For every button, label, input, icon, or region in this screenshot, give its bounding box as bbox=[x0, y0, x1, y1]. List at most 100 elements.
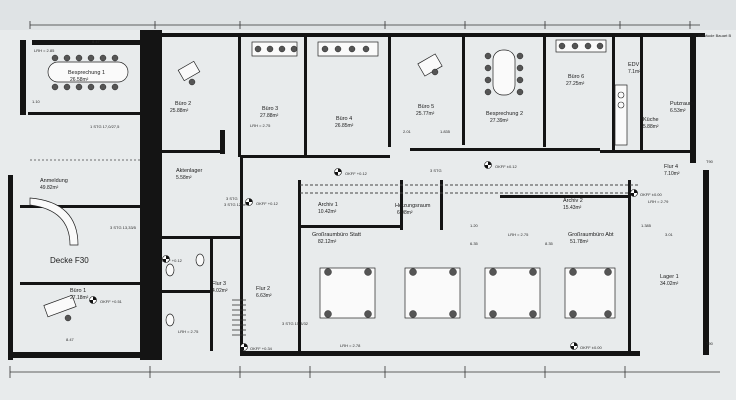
staircase bbox=[232, 299, 246, 336]
lrh-label-4: LRH = 2.78 bbox=[340, 343, 361, 348]
room-buero-1: Büro 1 bbox=[70, 288, 86, 294]
desk-cluster-buero-5 bbox=[417, 53, 443, 77]
room-buero-5: Büro 5 bbox=[418, 104, 434, 110]
room-buero-1-area: 27.18m² bbox=[70, 295, 89, 301]
room-flur-4-area: 7.10m² bbox=[664, 171, 680, 177]
dim-label-10: 1.835 bbox=[440, 129, 451, 134]
stg-label-3: 3 STG 13,33/5 bbox=[110, 225, 137, 230]
interior-walls bbox=[20, 37, 695, 355]
room-putzraum-area: 6.53m² bbox=[670, 108, 686, 114]
dim-label-2: 8.47 bbox=[66, 337, 75, 342]
room-grossraum-statt-area: 82.12m² bbox=[318, 239, 337, 245]
corridor-markings bbox=[30, 159, 640, 194]
lrh-label-6: LRH = 2.79 bbox=[648, 199, 669, 204]
room-flur-2-area: 6.63m² bbox=[256, 293, 272, 299]
room-putzraum: Putzraum bbox=[670, 101, 694, 107]
dim-label-4: 6.35 bbox=[470, 241, 479, 246]
room-edv: EDV bbox=[628, 62, 640, 68]
room-buero-6: Büro 6 bbox=[568, 74, 584, 80]
t90-label-2: T90 bbox=[706, 341, 714, 346]
room-flur-3: Flur 3 bbox=[212, 281, 226, 287]
room-buero-5-area: 25.77m² bbox=[416, 111, 435, 117]
room-flur-3-area: 4.02m² bbox=[212, 288, 228, 294]
room-besprechung-1-area: 26.58m² bbox=[70, 77, 89, 83]
dim-label-8: 1.20 bbox=[470, 223, 479, 228]
bottom-dimension-line bbox=[9, 366, 720, 378]
room-buero-2-area: 25.88m² bbox=[170, 108, 189, 114]
room-archiv-2: Archiv 2 bbox=[563, 198, 583, 204]
okff-label-8: OKFF ±0.00 bbox=[640, 192, 663, 197]
room-labels: Besprechung 1 26.58m² Büro 2 25.88m² Bür… bbox=[40, 62, 694, 301]
room-buero-4: Büro 4 bbox=[336, 116, 352, 122]
room-kueche: Küche bbox=[643, 117, 659, 123]
room-kueche-area: 5.88m² bbox=[643, 124, 659, 130]
room-grossraum-statt: Großraumbüro Statt bbox=[312, 232, 361, 238]
room-flur-2: Flur 2 bbox=[256, 286, 270, 292]
room-aktenlager: Aktenlager bbox=[176, 168, 202, 174]
okff-label-5: OKFF +0.12 bbox=[160, 258, 183, 263]
kitchen-counter bbox=[614, 84, 628, 146]
room-archiv-1-area: 10.42m² bbox=[318, 209, 337, 215]
dim-label-3: 1.10 bbox=[32, 99, 41, 104]
room-buero-4-area: 26.85m² bbox=[335, 123, 354, 129]
dim-label-6: 3.01 bbox=[665, 232, 674, 237]
desk-cluster-buero-4 bbox=[317, 41, 379, 57]
annotations: Decke F30 LRH = 2.85 LRH = 2.75 LRH = 2.… bbox=[32, 33, 731, 351]
okff-label-4: OKFF +0.51 bbox=[100, 299, 123, 304]
conference-table-2 bbox=[484, 49, 524, 96]
lrh-label-2: LRH = 2.75 bbox=[250, 123, 271, 128]
room-buero-3-area: 27.88m² bbox=[260, 113, 279, 119]
room-edv-area: 7.1m² bbox=[628, 69, 641, 75]
desk-cluster-buero-2 bbox=[177, 60, 201, 86]
room-buero-3: Büro 3 bbox=[262, 106, 278, 112]
lrh-label-5: LRH = 2.75 bbox=[508, 232, 529, 237]
okff-label-2: OKFF +0.12 bbox=[256, 201, 279, 206]
room-besprechung-2-area: 27.39m² bbox=[490, 118, 509, 124]
stg-label-1: 3 STG bbox=[226, 196, 238, 201]
room-grossraum-abt-area: 51.78m² bbox=[570, 239, 589, 245]
paper-top-band bbox=[0, 0, 736, 30]
okff-label-7: OKFF +0.34 bbox=[250, 346, 273, 351]
desk-cluster-open-2 bbox=[404, 267, 461, 319]
room-lager-1: Lager 1 bbox=[660, 274, 679, 280]
okff-label-1: OKFF +0.12 bbox=[345, 171, 368, 176]
desk-cluster-buero-6 bbox=[555, 39, 607, 53]
room-aktenlager-area: 5.58m² bbox=[176, 175, 192, 181]
gebaeude-label: Gebäude Bauart B bbox=[698, 33, 731, 38]
desk-cluster-open-1 bbox=[319, 267, 376, 319]
room-archiv-2-area: 15.43m² bbox=[563, 205, 582, 211]
lrh-label-1: LRH = 2.85 bbox=[34, 48, 55, 53]
lrh-label-3: LRH = 2.75 bbox=[178, 329, 199, 334]
desk-cluster-buero-1 bbox=[43, 294, 77, 322]
decke-label: Decke F30 bbox=[50, 256, 89, 265]
desk-cluster-open-3 bbox=[484, 267, 541, 319]
okff-label-6: OKFF ±0.00 bbox=[580, 345, 603, 350]
stg-label-5: 1 STG 17,0/27,5 bbox=[90, 124, 120, 129]
okff-label-3: OKFF ±0.12 bbox=[495, 164, 518, 169]
room-lager-1-area: 34.02m² bbox=[660, 281, 679, 287]
room-buero-6-area: 27.25m² bbox=[566, 81, 585, 87]
room-anmeldung-area: 49.82m² bbox=[40, 185, 59, 191]
dim-label-5: 8.35 bbox=[545, 241, 554, 246]
room-buero-2: Büro 2 bbox=[175, 101, 191, 107]
stg-label-4: 3 STG 15,3/32 bbox=[282, 321, 309, 326]
dim-label-7: 1.385 bbox=[641, 223, 652, 228]
reception-counter bbox=[29, 197, 79, 246]
conference-table-1 bbox=[47, 54, 129, 91]
stg-label-2: 3 STG bbox=[430, 168, 442, 173]
desk-cluster-buero-3 bbox=[251, 41, 298, 57]
stg-label-6: 3 STG 12cm bbox=[224, 202, 247, 207]
t90-label-1: T90 bbox=[706, 159, 714, 164]
level-markers bbox=[89, 161, 638, 351]
room-grossraum-abt: Großraumbüro Abt bbox=[568, 232, 614, 238]
room-flur-4: Flur 4 bbox=[664, 164, 678, 170]
dim-label-9: 2.01 bbox=[403, 129, 412, 134]
room-archiv-1: Archiv 1 bbox=[318, 202, 338, 208]
dim-label-1: 8.47 bbox=[92, 39, 101, 44]
wc-fixtures bbox=[165, 253, 205, 327]
room-besprechung-2: Besprechung 2 bbox=[486, 111, 523, 117]
room-besprechung-1: Besprechung 1 bbox=[68, 70, 105, 76]
room-anmeldung: Anmeldung bbox=[40, 178, 68, 184]
